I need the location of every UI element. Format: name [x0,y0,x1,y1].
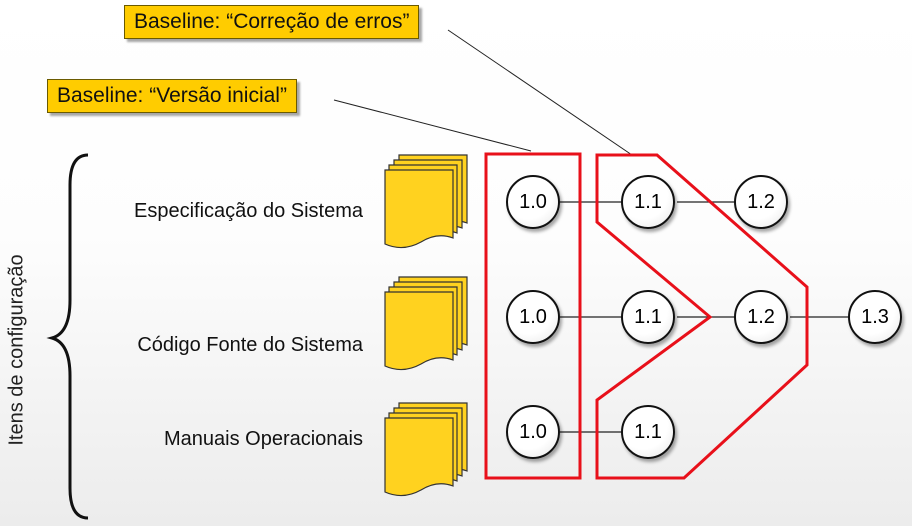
document-stack-icon [384,402,468,497]
callout-baseline-versao: Baseline: “Versão inicial” [47,79,297,113]
baseline-versao-outline [484,152,582,480]
item-label-codigo-fonte: Código Fonte do Sistema [137,334,363,356]
group-title: Itens de configuração [5,254,28,446]
callout-leader-versao [333,99,532,152]
document-stack-icon [384,276,468,371]
version-node-code-1-2: 1.2 [734,290,788,344]
version-node-manual-1-1: 1.1 [621,405,675,459]
callout-baseline-correcao: Baseline: “Correção de erros” [124,5,420,39]
baseline-correcao-outline [595,153,809,480]
document-stack-icon [384,154,468,249]
version-node-code-1-1: 1.1 [621,290,675,344]
version-node-spec-1-2: 1.2 [734,175,788,229]
version-node-code-1-0: 1.0 [506,290,560,344]
version-node-spec-1-0: 1.0 [506,175,560,229]
version-node-manual-1-0: 1.0 [506,405,560,459]
version-node-code-1-3: 1.3 [848,290,902,344]
item-label-especificacao: Especificação do Sistema [133,200,363,222]
version-edges [560,201,850,433]
item-label-manuais: Manuais Operacionais [164,428,363,450]
curly-brace-icon [46,153,89,520]
callout-leader-correcao [447,29,633,156]
version-node-spec-1-1: 1.1 [621,175,675,229]
